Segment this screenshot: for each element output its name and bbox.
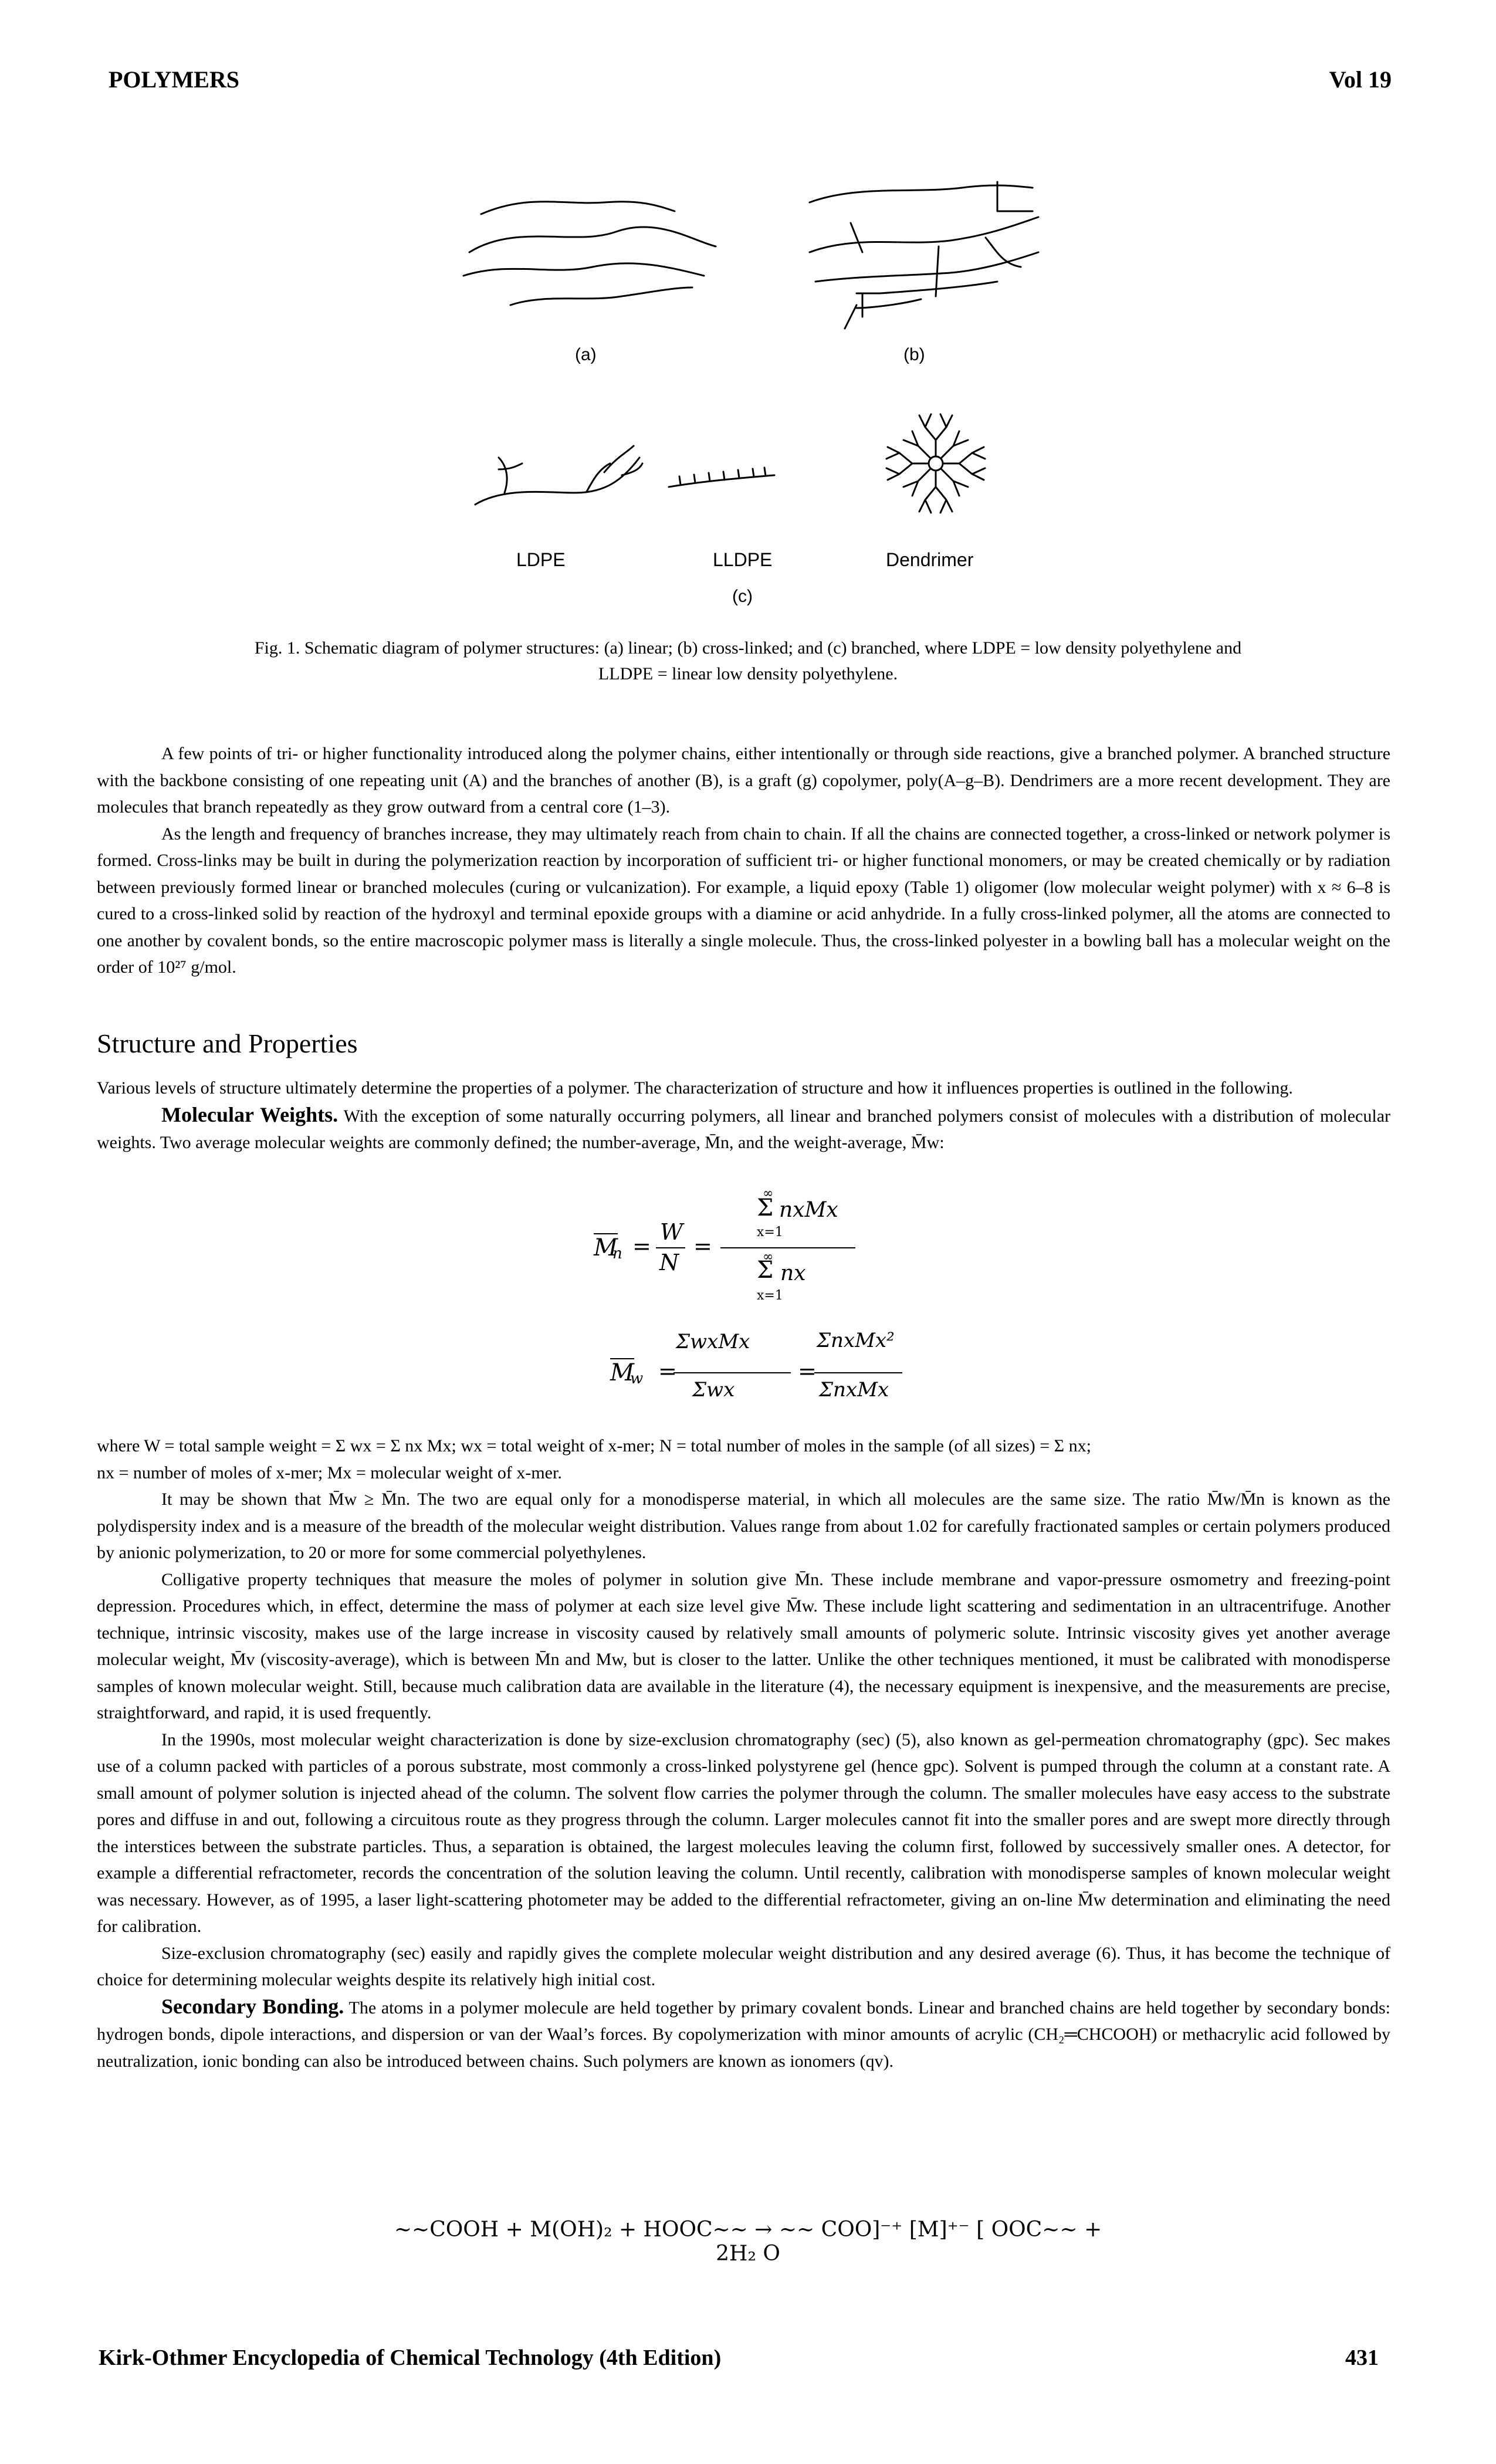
lldpe-drawing: [668, 466, 776, 488]
paragraph-secondary-bonding: Secondary Bonding. The atoms in a polyme…: [97, 1993, 1390, 2075]
molecular-weights-text: With the exception of some naturally occ…: [97, 1106, 1390, 1153]
figure-label-lldpe: LLDPE: [713, 549, 773, 570]
body-text-block-3: where W = total sample weight = Σ wx = Σ…: [97, 1433, 1390, 2074]
paragraph-polydispersity: It may be shown that M̄w ≥ M̄n. The two …: [97, 1490, 1390, 1562]
mn-numerator: nxMx: [779, 1198, 838, 1222]
paragraph-branched-polymers: A few points of tri- or higher functiona…: [97, 744, 1390, 817]
figure-caption: Fig. 1. Schematic diagram of polymer str…: [97, 635, 1399, 687]
mn-num-sum-bot: x=1: [757, 1225, 783, 1240]
definitions-line-1: where W = total sample weight = Σ wx = Σ…: [97, 1436, 1091, 1456]
mn-W: W: [660, 1219, 683, 1245]
figure-caption-line-2: LLDPE = linear low density polyethylene.: [598, 664, 898, 683]
section-title: Structure and Properties: [97, 1028, 358, 1058]
cross-linked-drawing: [808, 181, 1040, 330]
mw-denominator-2: ΣnxMx: [819, 1378, 889, 1402]
mn-num-sum-top: ∞: [763, 1186, 774, 1201]
paragraph-molecular-weights: Molecular Weights. With the exception of…: [97, 1102, 1390, 1156]
paragraph-cross-linked-polymers: As the length and frequency of branches …: [97, 824, 1390, 977]
mw-numerator-1: ΣwxMx: [676, 1330, 750, 1353]
mw-subscript: w: [630, 1370, 644, 1387]
footer-book-title: Kirk-Othmer Encyclopedia of Chemical Tec…: [99, 2345, 722, 2370]
ldpe-drawing: [474, 445, 644, 506]
paragraph-structure-intro: Various levels of structure ultimately d…: [97, 1078, 1293, 1098]
mn-symbol: M: [594, 1233, 618, 1261]
figure-label-c: (c): [732, 587, 753, 606]
equation-number-average: M n = W N = ∞ Σ nxMx x=1 ∞ Σ nx x=1: [587, 1186, 939, 1320]
definitions-line-2: nx = number of moles of x-mer; Mx = mole…: [97, 1463, 562, 1483]
run-in-heading-molecular-weights: Molecular Weights.: [161, 1102, 339, 1126]
paragraph-size-exclusion: In the 1990s, most molecular weight char…: [97, 1729, 1390, 1937]
linear-chains-drawing: [462, 201, 717, 306]
dendrimer-drawing: [885, 413, 986, 514]
mn-subscript: n: [612, 1245, 622, 1263]
mn-denominator: nx: [780, 1261, 806, 1285]
body-text-block-2: Various levels of structure ultimately d…: [97, 1075, 1390, 1156]
figure-label-b: (b): [903, 345, 925, 364]
body-text-block-1: A few points of tri- or higher functiona…: [97, 740, 1390, 981]
paragraph-sec-choice: Size-exclusion chromatography (sec) easi…: [97, 1943, 1390, 1990]
figure-label-dendrimer: Dendrimer: [886, 549, 974, 570]
running-header-title: POLYMERS: [109, 66, 240, 93]
mn-N: N: [659, 1250, 679, 1275]
secondary-bonding-text: The atoms in a polymer molecule are held…: [97, 1998, 1390, 2071]
figure-caption-line-1: Fig. 1. Schematic diagram of polymer str…: [254, 638, 1242, 658]
footer-page-number: 431: [1345, 2345, 1379, 2370]
figure-label-ldpe: LDPE: [516, 549, 566, 570]
equation-weight-average: M w = ΣwxMx Σwx = ΣnxMx² ΣnxMx: [610, 1329, 939, 1417]
mw-denominator-1: Σwx: [692, 1378, 735, 1402]
run-in-heading-secondary-bonding: Secondary Bonding.: [161, 1994, 344, 2018]
polymer-structures-figure: [462, 181, 1040, 514]
mw-numerator-2: ΣnxMx²: [817, 1329, 895, 1352]
ionomer-reaction-equation: ∼∼COOH + M(OH)₂ + HOOC∼∼ → ∼∼ COO]⁻⁺ [M]…: [394, 2218, 1102, 2266]
paragraph-colligative: Colligative property techniques that mea…: [97, 1569, 1390, 1723]
running-header-volume: Vol 19: [1329, 66, 1392, 93]
figure-label-a: (a): [575, 345, 597, 364]
mw-symbol: M: [610, 1358, 634, 1386]
